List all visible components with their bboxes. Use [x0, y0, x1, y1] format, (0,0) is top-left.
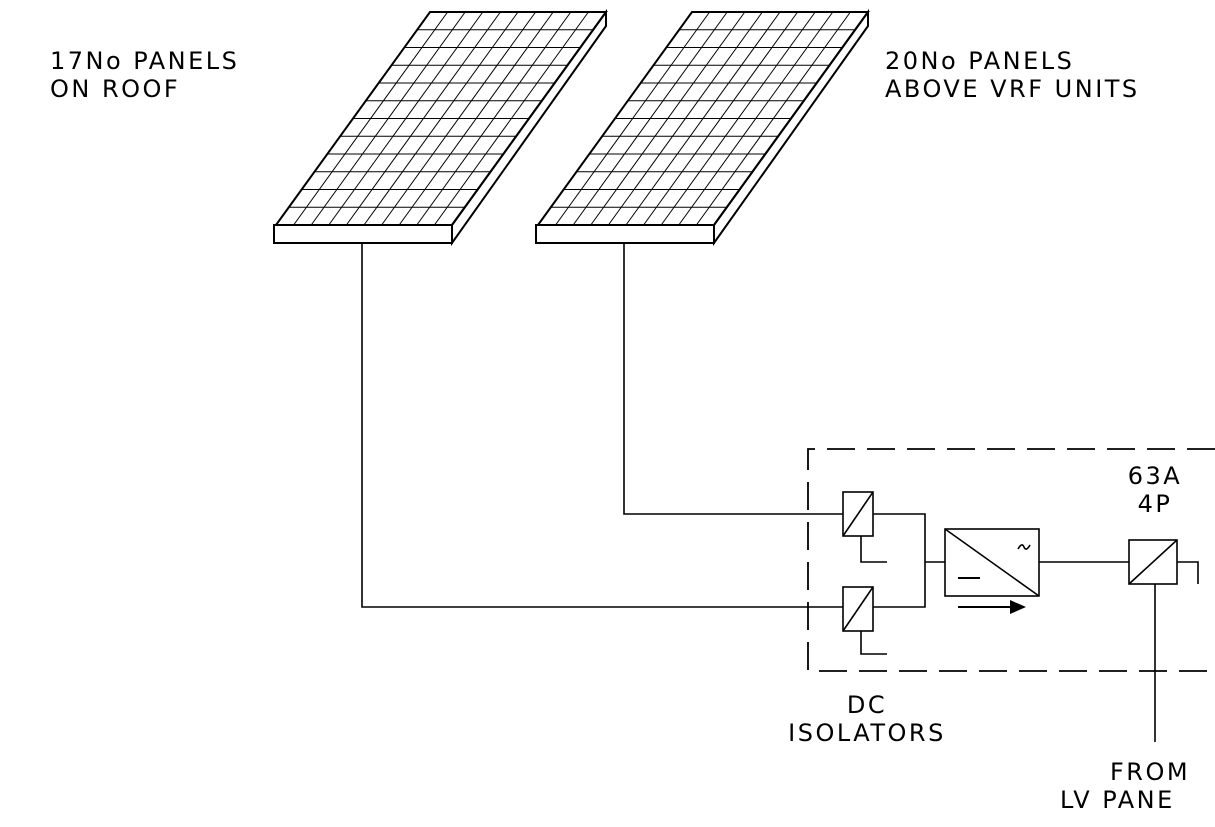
solar-panel-array-roof: [273, 8, 608, 247]
isolator-combiner-wiring: [873, 513, 926, 608]
ac-breaker-63a-4p: [1128, 539, 1199, 585]
breaker-rating-label: 63A 4P: [1118, 462, 1192, 518]
panel-array-vrf-label-line1: 20No PANELS: [885, 47, 1075, 75]
dc-isolators-label: DC ISOLATORS: [772, 691, 962, 747]
dc-isolators-line2: ISOLATORS: [788, 719, 946, 747]
dc-cable-roof: [361, 243, 843, 608]
inverter-enclosure-dashed: [807, 448, 1215, 672]
dc-cable-vrf: [623, 243, 843, 515]
breaker-rating-line2: 4P: [1137, 490, 1173, 518]
inverter-symbol: [944, 528, 1040, 614]
lv-supply-line1: FROM: [1110, 758, 1191, 786]
dc-isolator-1: [842, 491, 887, 563]
breaker-rating-line1: 63A: [1127, 462, 1183, 490]
solar-panel-array-vrf: [535, 8, 870, 247]
lv-supply-line2: LV PANE: [1060, 786, 1175, 814]
panel-array-roof-label-line1: 17No PANELS: [50, 47, 240, 75]
lv-supply-label: FROM LV PANE: [1060, 758, 1215, 814]
panel-array-vrf-label: 20No PANELS ABOVE VRF UNITS: [885, 47, 1140, 103]
panel-array-roof-label: 17No PANELS ON ROOF: [50, 47, 239, 103]
panel-array-vrf-label-line2: ABOVE VRF UNITS: [885, 75, 1140, 103]
dc-isolators-line1: DC: [846, 691, 888, 719]
dc-isolator-2: [842, 586, 887, 655]
panel-array-roof-label-line2: ON ROOF: [50, 75, 181, 103]
